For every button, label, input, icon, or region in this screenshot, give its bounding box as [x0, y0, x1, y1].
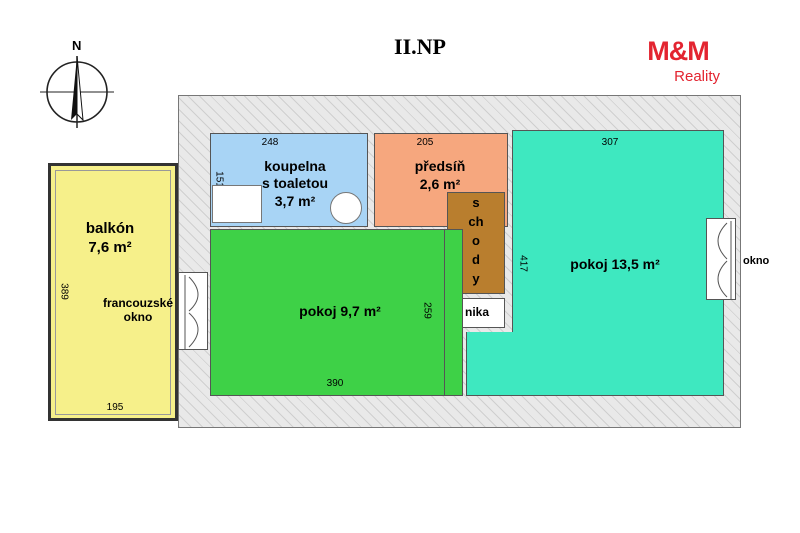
pokoj-large-dim-width: 307	[601, 137, 619, 148]
pokoj-large-dim-height: 417	[517, 255, 529, 272]
compass-north-label: N	[72, 38, 82, 53]
window-right-icon	[706, 218, 736, 300]
room-pokoj-small	[210, 229, 445, 396]
stairs-label: s ch o d y	[447, 193, 505, 288]
french-window-icon	[178, 272, 208, 350]
north-arrow-icon	[40, 55, 114, 128]
window-right-label: okno	[743, 255, 770, 267]
room-pokoj-large	[512, 130, 724, 396]
brand-logo: M&M	[647, 36, 709, 66]
french-window-label: francouzské okno	[102, 296, 174, 325]
niche-label: nika	[464, 305, 489, 319]
stairs-letter: ch	[468, 214, 484, 229]
bathtub-icon	[212, 185, 262, 223]
pokoj-small-label: pokoj 9,7 m²	[299, 303, 381, 319]
sink-icon	[330, 192, 362, 224]
balcony-dim-width: 195	[106, 402, 124, 413]
floor-title: II.NP	[394, 34, 446, 59]
balcony-dim-height: 389	[58, 283, 70, 300]
bathroom-area: 3,7 m²	[274, 193, 316, 209]
bathroom-name-line1: koupelna	[264, 158, 326, 174]
hallway-name: předsíň	[414, 158, 466, 174]
compass: N	[40, 38, 120, 130]
pokoj-small-dim-width: 390	[326, 378, 344, 389]
pokoj-large-label: pokoj 13,5 m²	[570, 256, 660, 272]
bathroom-name-line2: s toaletou	[261, 175, 329, 191]
brand-logo-subtitle: Reality	[674, 68, 720, 85]
room-pokoj-large-ext	[466, 332, 513, 396]
hallway-area: 2,6 m²	[419, 176, 461, 192]
stairs-letter: s	[472, 195, 480, 210]
balcony-name: balkón	[85, 220, 135, 237]
stairs-letter: d	[472, 252, 480, 267]
balcony-area: 7,6 m²	[88, 239, 132, 256]
room-balcony	[48, 163, 178, 421]
balcony-inner-line	[55, 170, 171, 415]
bathroom-dim-width: 248	[261, 137, 279, 148]
stairs-letter: y	[472, 271, 480, 286]
pokoj-small-dim-height: 259	[421, 302, 433, 319]
stairs-letter: o	[472, 233, 480, 248]
room-pokoj-small-ext	[445, 229, 463, 396]
hallway-dim-width: 205	[416, 137, 434, 148]
